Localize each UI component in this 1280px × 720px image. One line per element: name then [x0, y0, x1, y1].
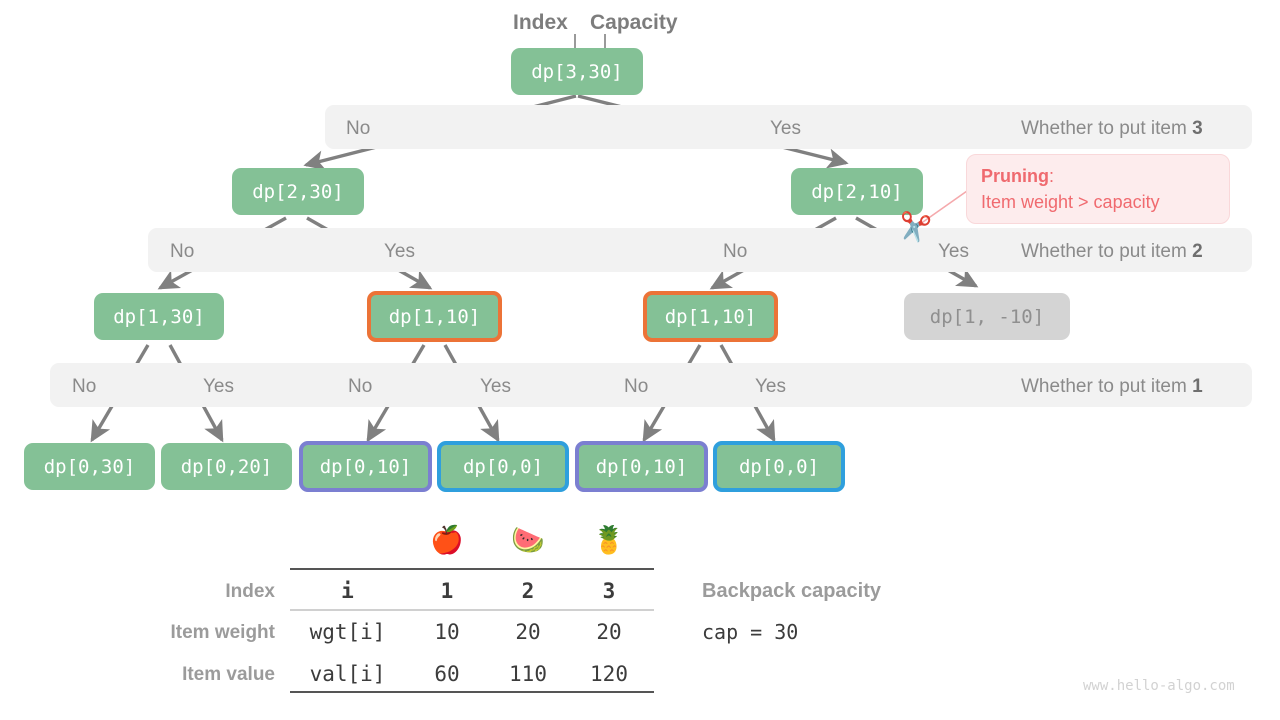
level-bar-item-3: [325, 105, 1252, 149]
node-dp-1-30[interactable]: dp[1,30]: [94, 293, 224, 340]
node-dp-0-10-right[interactable]: dp[0,10]: [575, 441, 708, 492]
cell-index-3: 3: [602, 579, 616, 603]
cell-weight-1: 10: [434, 620, 460, 644]
level1-yes-1-label: Yes: [203, 376, 234, 397]
level3-question-text: Whether to put item: [1021, 118, 1193, 139]
level1-question-text: Whether to put item: [1021, 376, 1193, 397]
level3-question: Whether to put item 3: [1021, 119, 1203, 138]
level2-question: Whether to put item 2: [1021, 242, 1203, 261]
cell-index-2: 2: [521, 579, 535, 603]
table-bottom-rule: [290, 691, 654, 693]
node-dp-2-30[interactable]: dp[2,30]: [232, 168, 364, 215]
apple-icon: 🍎: [430, 525, 464, 555]
level1-no-1-label: No: [72, 376, 97, 397]
level3-yes-label: Yes: [770, 118, 801, 139]
level1-question-item: 1: [1192, 376, 1203, 397]
level2-yes-left-label: Yes: [384, 241, 415, 262]
pineapple-icon: 🍍: [592, 525, 626, 555]
cell-index-1: 1: [440, 579, 454, 603]
level2-no-right-label: No: [723, 241, 748, 262]
node-dp-0-0-left[interactable]: dp[0,0]: [437, 441, 569, 492]
level2-yes-right-label: Yes: [938, 241, 969, 262]
node-dp-1-10-left[interactable]: dp[1,10]: [367, 291, 502, 342]
level1-question: Whether to put item 1: [1021, 377, 1203, 396]
level3-no-label: No: [346, 118, 371, 139]
node-dp-0-10-left[interactable]: dp[0,10]: [299, 441, 432, 492]
table-top-rule: [290, 568, 654, 570]
capacity-pointer-line: [604, 34, 606, 51]
watermelon-icon: 🍉: [511, 525, 545, 555]
node-dp-0-0-right[interactable]: dp[0,0]: [713, 441, 845, 492]
level2-question-text: Whether to put item: [1021, 241, 1193, 262]
watermark: www.hello-algo.com: [1083, 678, 1235, 694]
row-label-item-weight: Item weight: [170, 622, 275, 643]
cell-value-2: 110: [509, 662, 547, 686]
level1-no-3-label: No: [624, 376, 649, 397]
cell-i: i: [341, 579, 354, 603]
level1-yes-3-label: Yes: [755, 376, 786, 397]
index-annotation-label: Index: [513, 11, 568, 34]
level2-no-left-label: No: [170, 241, 195, 262]
pruning-title-line: Pruning:: [981, 164, 1215, 189]
backpack-capacity-title: Backpack capacity: [702, 580, 882, 602]
capacity-annotation-label: Capacity: [590, 11, 678, 34]
level1-no-2-label: No: [348, 376, 373, 397]
node-dp-0-30[interactable]: dp[0,30]: [24, 443, 155, 490]
pruning-colon: :: [1049, 166, 1055, 186]
row-label-item-value: Item value: [182, 664, 275, 685]
level-bar-item-2: [148, 228, 1252, 272]
row-label-index: Index: [225, 581, 275, 602]
cell-wgt: wgt[i]: [309, 620, 386, 644]
node-dp-1-10-right[interactable]: dp[1,10]: [643, 291, 778, 342]
backpack-capacity-value: cap = 30: [702, 620, 799, 644]
pruning-callout: Pruning: Item weight > capacity: [966, 154, 1230, 224]
level3-question-item: 3: [1192, 118, 1203, 139]
level-bar-item-1: [50, 363, 1252, 407]
scissors-icon: ✂️: [895, 208, 934, 246]
cell-weight-3: 20: [596, 620, 622, 644]
cell-val: val[i]: [309, 662, 386, 686]
index-pointer-line: [574, 34, 576, 51]
table-mid-rule: [290, 609, 654, 611]
node-dp-2-10[interactable]: dp[2,10]: [791, 168, 923, 215]
cell-weight-2: 20: [515, 620, 541, 644]
node-dp-0-20[interactable]: dp[0,20]: [161, 443, 292, 490]
cell-value-3: 120: [590, 662, 628, 686]
level1-yes-2-label: Yes: [480, 376, 511, 397]
pruning-title: Pruning: [981, 166, 1049, 186]
pruning-reason: Item weight > capacity: [981, 192, 1160, 212]
cell-value-1: 60: [434, 662, 460, 686]
node-dp-3-30[interactable]: dp[3,30]: [511, 48, 643, 95]
level2-question-item: 2: [1192, 241, 1203, 262]
node-dp-1-neg10[interactable]: dp[1, -10]: [904, 293, 1070, 340]
